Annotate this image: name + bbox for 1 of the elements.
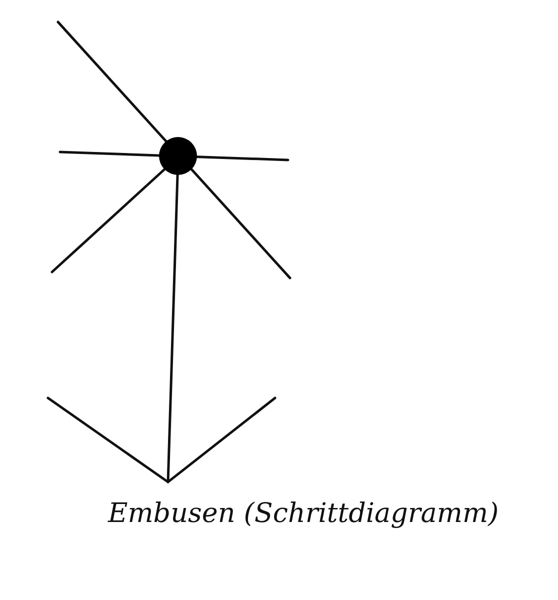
caption: Embusen (Schrittdiagramm): [108, 498, 500, 529]
